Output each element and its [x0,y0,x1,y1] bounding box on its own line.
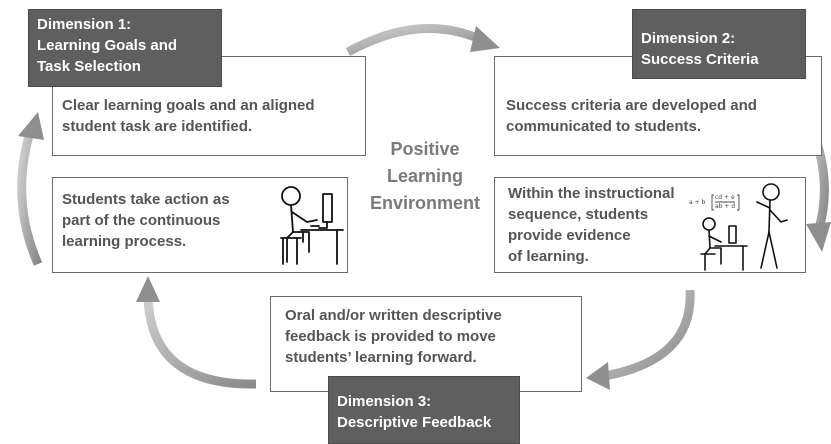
equation-top: cd + e [715,194,735,201]
teacher-at-board-icon: a + b cd + e ab + d [689,183,788,271]
student-at-computer-icon [280,186,344,265]
center-label: Positive Learning Environment [360,136,490,217]
curved-arrow-icon [136,276,257,389]
dimension-2-title: Success Criteria [641,51,759,68]
goals-text: Clear learning goals and an aligned stud… [62,97,315,135]
center-line-1: Positive [390,139,460,159]
feedback-box: Oral and/or written descriptive feedback… [270,296,582,392]
dimension-1-title-line2: Task Selection [37,58,141,75]
curved-arrow-icon [345,24,500,56]
evidence-text: Within the instructional sequence, stude… [508,185,675,265]
action-box: Students take action as part of the cont… [52,177,348,273]
center-line-2: Learning [386,166,463,186]
dimension-3-header: Dimension 3: Descriptive Feedback [328,376,520,444]
center-line-3: Environment [369,193,480,213]
criteria-text: Success criteria are developed and commu… [506,97,757,135]
dimension-3-number: Dimension 3: [337,393,432,410]
action-text: Students take action as part of the cont… [62,191,230,250]
curved-arrow-icon [586,289,695,390]
evidence-box: Within the instructional sequence, stude… [494,177,806,273]
equation-bottom: ab + d [715,203,735,210]
feedback-text: Oral and/or written descriptive feedback… [285,307,502,366]
dimension-1-number: Dimension 1: [37,16,132,33]
dimension-2-number: Dimension 2: [641,30,736,47]
curved-arrow-icon [17,112,44,266]
dimension-1-title-line1: Learning Goals and [37,37,178,54]
dimension-3-title: Descriptive Feedback [337,414,492,431]
dimension-1-header: Dimension 1: Learning Goals and Task Sel… [28,9,222,87]
dimension-2-header: Dimension 2: Success Criteria [632,9,806,79]
equation-lead: a + b [689,199,706,206]
